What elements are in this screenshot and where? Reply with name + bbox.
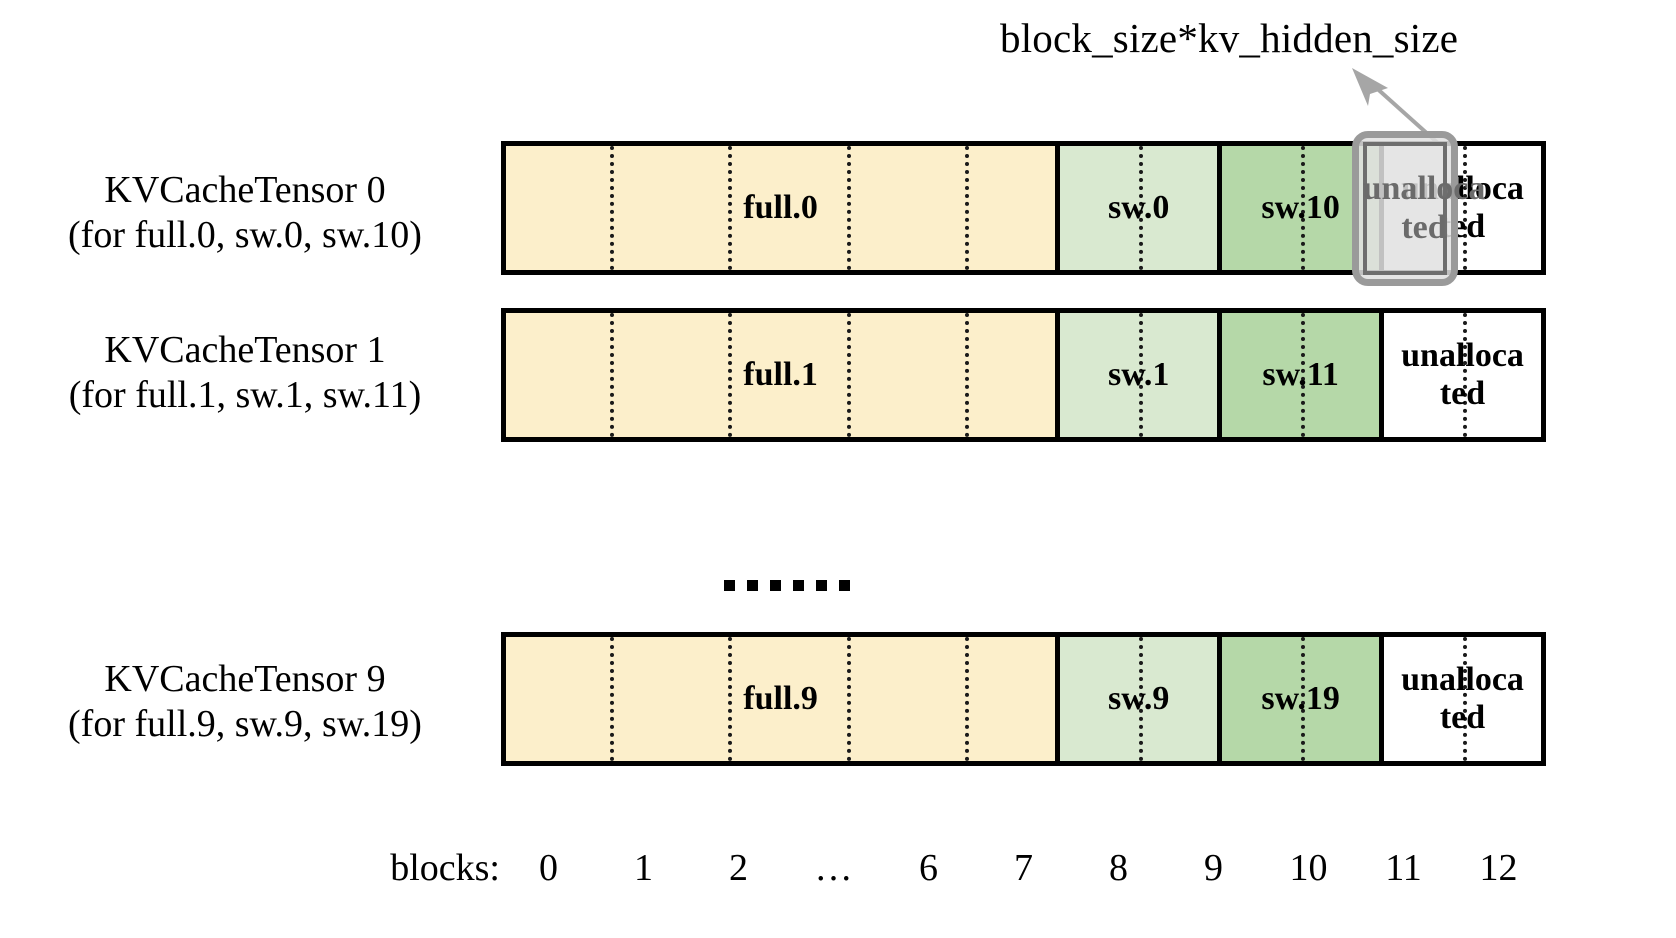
row-label-1-line2: (for full.1, sw.1, sw.11) xyxy=(68,373,422,416)
segment-full-0[interactable]: full.0 xyxy=(506,146,1056,270)
segment-sw-light-0[interactable]: sw.0 xyxy=(1055,146,1218,270)
annotation-caption: block_size*kv_hidden_size xyxy=(1000,15,1459,61)
axis-tick-0: 0 xyxy=(539,847,558,889)
segment-full-1-label: full.1 xyxy=(743,355,818,393)
axis-tick-6: 8 xyxy=(1109,847,1128,889)
segment-sw-light-9[interactable]: sw.9 xyxy=(1055,637,1218,761)
axis-tick-8: 10 xyxy=(1289,847,1328,889)
row-label-0: KVCacheTensor 0 (for full.0, sw.0, sw.10… xyxy=(10,168,480,258)
row-label-9-line2: (for full.9, sw.9, sw.19) xyxy=(68,702,422,745)
segment-full-9[interactable]: full.9 xyxy=(506,637,1056,761)
vertical-ellipsis xyxy=(724,580,850,591)
segment-sw-light-1[interactable]: sw.1 xyxy=(1055,313,1218,437)
segment-sw-dark-9[interactable]: sw.19 xyxy=(1217,637,1380,761)
segment-full-0-label: full.0 xyxy=(743,188,818,226)
row-label-0-line2: (for full.0, sw.0, sw.10) xyxy=(68,213,422,256)
segment-full-1[interactable]: full.1 xyxy=(506,313,1056,437)
axis-tick-7: 9 xyxy=(1204,847,1223,889)
segment-sw-dark-1[interactable]: sw.11 xyxy=(1217,313,1380,437)
axis-tick-10: 12 xyxy=(1479,847,1518,889)
row-label-1-line1: KVCacheTensor 1 xyxy=(104,329,386,371)
row-label-9-line1: KVCacheTensor 9 xyxy=(104,658,386,700)
axis-tick-1: 1 xyxy=(634,847,653,889)
axis-tick-4: 6 xyxy=(919,847,938,889)
axis-tick-3: … xyxy=(814,847,853,889)
axis-tick-9: 11 xyxy=(1385,847,1422,889)
segment-full-9-label: full.9 xyxy=(743,679,818,717)
axis-title: blocks: xyxy=(390,847,500,889)
axis-tick-5: 7 xyxy=(1014,847,1033,889)
row-label-9: KVCacheTensor 9 (for full.9, sw.9, sw.19… xyxy=(10,657,480,747)
row-label-0-line1: KVCacheTensor 0 xyxy=(104,169,386,211)
row-label-1: KVCacheTensor 1 (for full.1, sw.1, sw.11… xyxy=(10,328,480,418)
block-axis: 0 1 2 … 6 7 8 9 10 11 12 xyxy=(501,846,1546,890)
axis-tick-2: 2 xyxy=(729,847,748,889)
